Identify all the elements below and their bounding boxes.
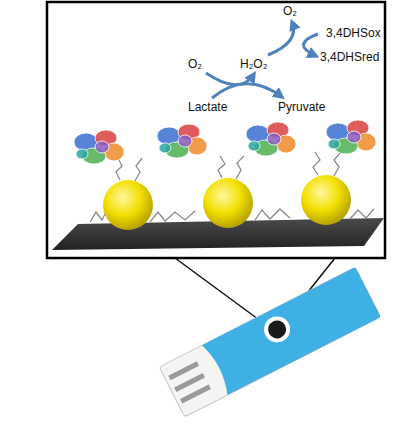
- gold-nanoparticle: [203, 178, 253, 228]
- linker-chain: [334, 152, 341, 176]
- strip-body: [159, 267, 380, 417]
- enzyme-subunit: [178, 135, 192, 147]
- strip-label-area: [202, 267, 381, 395]
- enzyme-subunit: [347, 131, 361, 143]
- enzyme-subunit: [76, 149, 88, 159]
- linker-chain: [218, 156, 225, 178]
- enzyme-subunit: [159, 143, 171, 153]
- molecule-label: O₂: [283, 4, 297, 18]
- linker-chain: [135, 158, 142, 181]
- reaction-arrow: [303, 34, 318, 56]
- linker-chain: [313, 152, 320, 175]
- molecule-label: O₂: [188, 57, 202, 71]
- gold-nanoparticle: [301, 175, 351, 225]
- enzyme-subunit: [248, 141, 260, 151]
- molecule-label: Lactate: [188, 100, 227, 114]
- molecule-label: H₂O₂: [240, 57, 267, 71]
- zoom-line: [175, 258, 262, 322]
- enzyme-subunit: [267, 133, 281, 145]
- gold-nanoparticle: [103, 180, 153, 230]
- enzyme-subunit: [95, 141, 109, 153]
- molecule-label: 3,4DHSox: [326, 26, 381, 40]
- linker-chain: [236, 156, 244, 179]
- linker-chain: [116, 158, 122, 180]
- inset-frame: [47, 2, 385, 258]
- working-electrode: [265, 317, 289, 341]
- reaction-arrow: [212, 84, 282, 98]
- enzyme-layer: [74, 120, 376, 164]
- enzyme-subunit: [328, 139, 340, 149]
- linker-chain: [150, 211, 195, 222]
- contact-pad: [180, 385, 211, 404]
- linker-chain: [350, 209, 374, 219]
- linker-chain: [255, 209, 290, 220]
- molecule-label: Pyruvate: [278, 100, 325, 114]
- electrode-ring: [260, 312, 295, 347]
- molecule-label: 3,4DHSred: [320, 50, 379, 64]
- reaction-arrow: [268, 22, 294, 55]
- sensor-strip: [159, 267, 380, 417]
